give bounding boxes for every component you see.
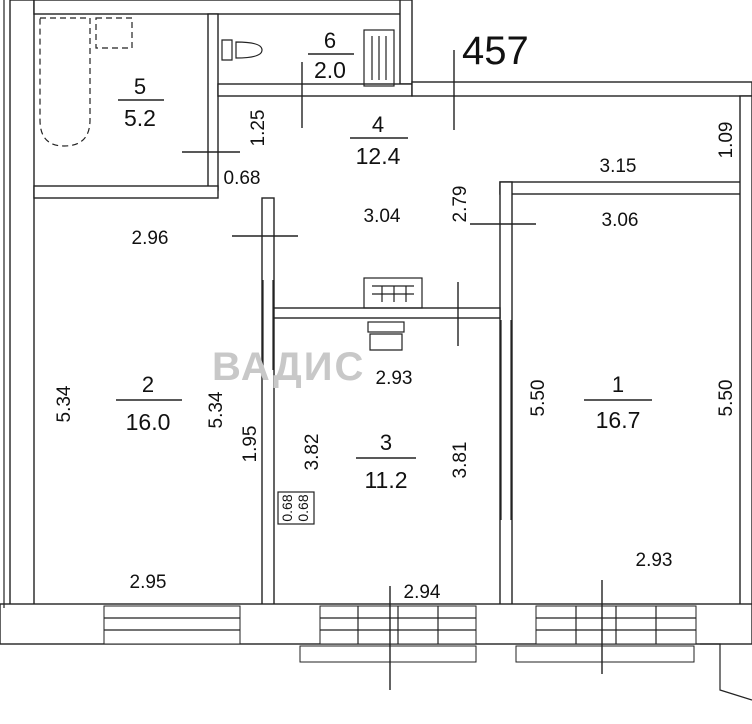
dim-r4-height: 2.79 <box>450 186 471 223</box>
wall-room3-top <box>273 307 501 319</box>
dim-r1-left: 5.50 <box>528 380 549 417</box>
watermark: ВАДИС <box>212 345 365 389</box>
wall-bath-corridor <box>207 13 219 191</box>
dim-r1-bottom: 2.93 <box>636 550 673 571</box>
dim-r3-left: 3.82 <box>302 434 323 471</box>
wall-room1-top <box>499 181 752 195</box>
dim-r4-width: 3.04 <box>364 206 401 227</box>
radiator-toilet <box>363 29 395 87</box>
room-number: 2 <box>142 372 154 397</box>
window-room3 <box>299 605 477 663</box>
outer-wall-right <box>739 95 752 607</box>
room-area: 11.2 <box>364 467 407 493</box>
wall-toilet-right <box>399 0 413 85</box>
door-openings <box>262 280 512 520</box>
dim-r2-top: 2.96 <box>132 228 169 249</box>
room-3-label: 3 11.2 <box>356 430 416 493</box>
dim-r4-ext-right: 3.15 <box>600 156 637 177</box>
room-area: 16.7 <box>596 407 641 433</box>
wall-room2-right <box>261 197 275 609</box>
room-area: 16.0 <box>126 409 171 435</box>
room-area: 5.2 <box>124 105 156 131</box>
room-area: 2.0 <box>314 57 346 83</box>
dim-r2-bottom: 2.95 <box>130 572 167 593</box>
dim-r2-left: 5.34 <box>54 385 75 422</box>
sink-room3 <box>367 321 405 351</box>
dim-r4-top: 1.25 <box>248 110 269 147</box>
dim-r2-right: 5.34 <box>206 391 227 428</box>
window-room1 <box>515 605 697 663</box>
dim-r3-bottom: 2.94 <box>404 582 441 603</box>
room-5-label: 5 5.2 <box>118 74 164 131</box>
dim-r3-niche-b: 0.68 <box>295 494 311 521</box>
room-number: 6 <box>324 28 336 53</box>
dim-r4-ext-height: 1.09 <box>716 122 737 159</box>
washbasin <box>95 17 133 49</box>
room-1-label: 1 16.7 <box>584 372 652 433</box>
wall-bath-bottom <box>33 185 219 199</box>
toilet-bowl <box>221 39 263 61</box>
dim-r4-step: 0.68 <box>224 168 261 189</box>
dim-r3-niche-a: 0.68 <box>279 494 295 521</box>
room-number: 3 <box>380 430 392 455</box>
window-room2 <box>103 605 241 645</box>
room-area: 12.4 <box>356 143 401 169</box>
dim-r2-door: 1.95 <box>240 426 261 463</box>
apartment-number: 457 <box>462 29 529 73</box>
dim-r1-right: 5.50 <box>716 380 737 417</box>
wall-niche <box>277 491 315 525</box>
bathtub <box>39 17 91 147</box>
room-number: 4 <box>372 112 384 137</box>
balcony-edge <box>700 643 752 701</box>
room-6-label: 6 2.0 <box>308 28 354 83</box>
room-number: 1 <box>612 372 624 397</box>
room-2-label: 2 16.0 <box>116 372 182 435</box>
dimension-ticks <box>182 50 603 690</box>
outer-wall-left <box>9 0 35 609</box>
dim-r1-top: 3.06 <box>602 210 639 231</box>
room-4-label: 4 12.4 <box>350 112 408 169</box>
wall-corridor-top <box>411 81 752 97</box>
outer-wall-top <box>33 0 411 15</box>
dim-r3-top: 2.93 <box>376 368 413 389</box>
room-number: 5 <box>134 74 146 99</box>
dim-r3-right: 3.81 <box>450 442 471 479</box>
stove <box>363 277 423 309</box>
